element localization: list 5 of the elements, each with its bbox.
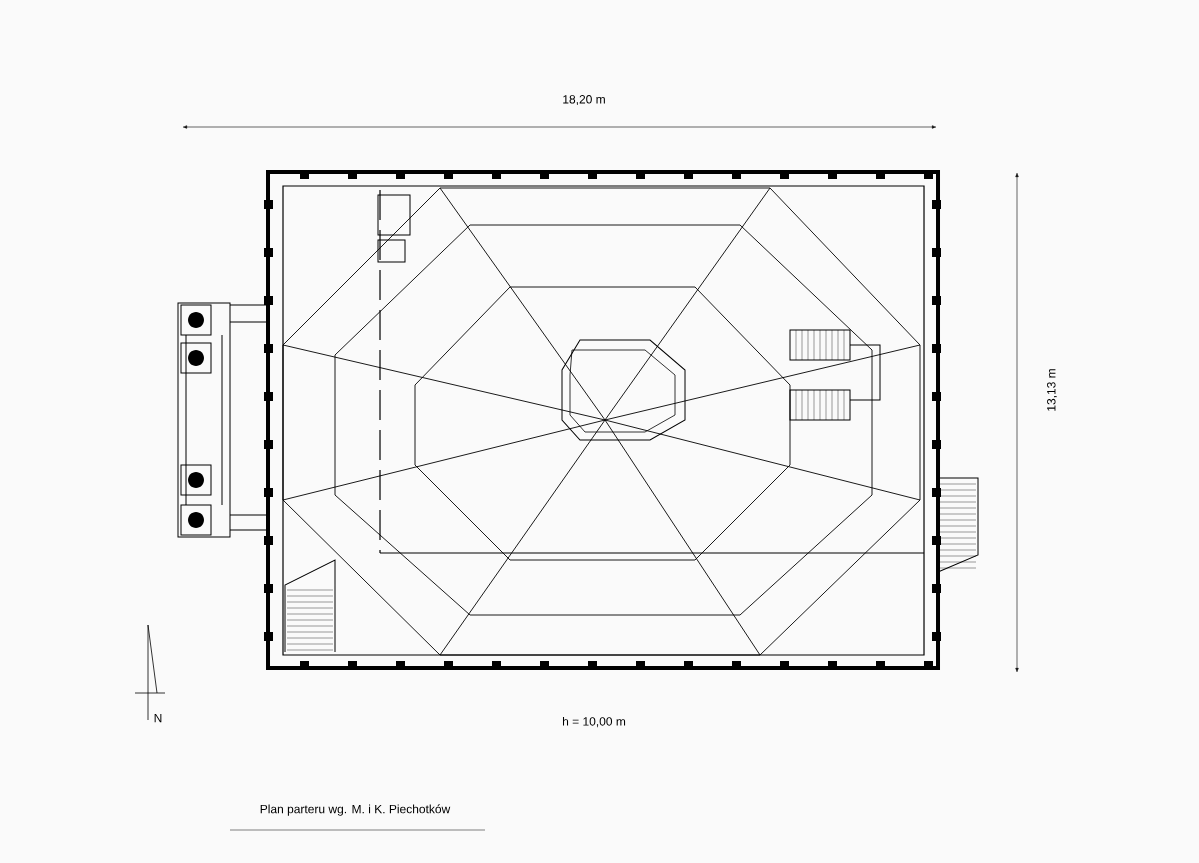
height-label: h = 10,00 m: [563, 716, 626, 728]
north-label: N: [154, 713, 162, 723]
dimension-label: 13,13 m: [1047, 369, 1057, 411]
dimension-label: 18,20 m: [563, 95, 605, 105]
caption: Plan parteru wg. M. i K. Piechotków: [260, 804, 451, 816]
